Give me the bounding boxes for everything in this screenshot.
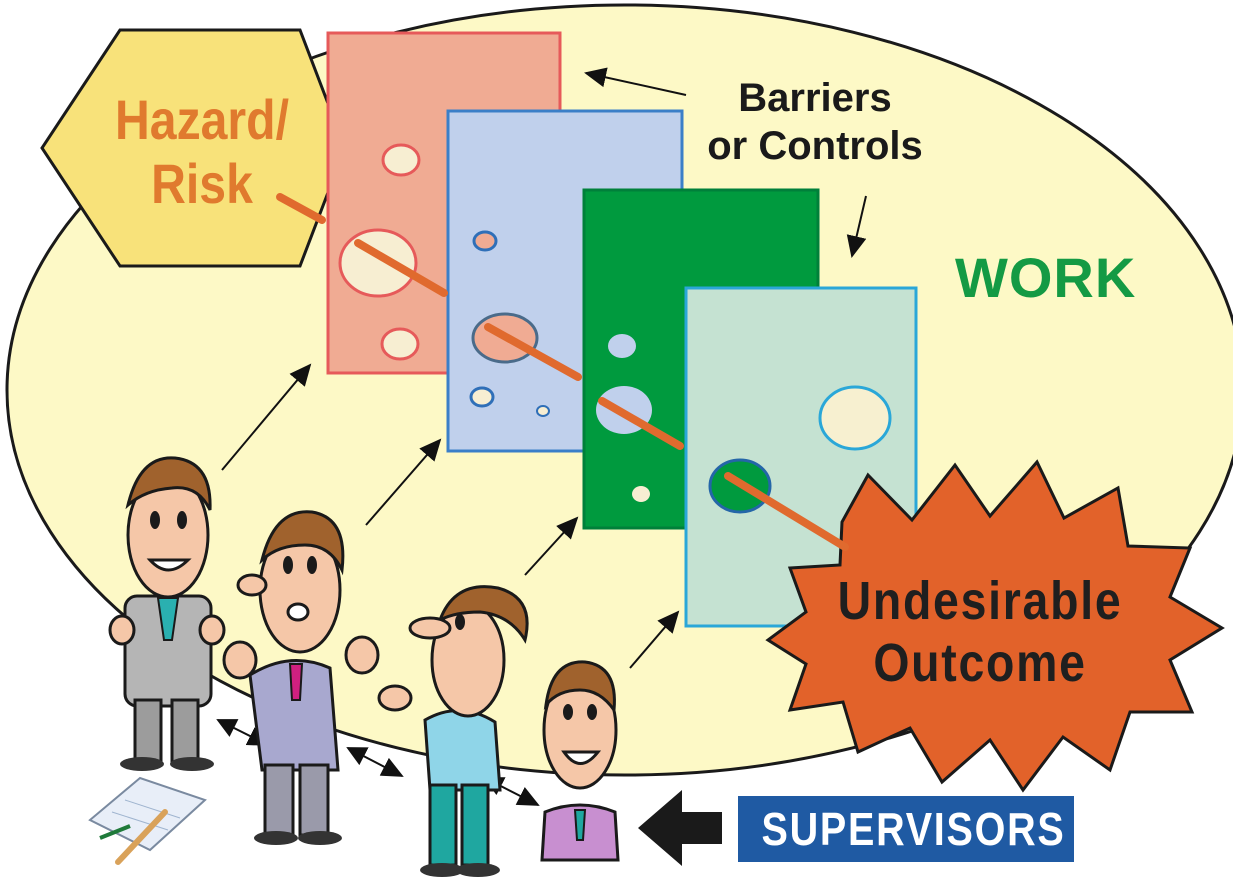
outcome-starburst bbox=[765, 459, 1225, 793]
influence-arrow bbox=[221, 363, 312, 471]
barrier-3-hole bbox=[632, 486, 650, 502]
hazard-trajectory bbox=[276, 193, 849, 551]
barrier-3-hole bbox=[608, 334, 636, 358]
communication-arrow bbox=[346, 747, 404, 777]
barriers-controls-label: Barriers or Controls bbox=[690, 74, 940, 170]
outcome-label-line1: Undesirable bbox=[837, 571, 1123, 631]
barriers-pointer-arrow bbox=[846, 195, 867, 258]
barrier-1-hole bbox=[380, 327, 420, 361]
worker-figure-1 bbox=[108, 456, 226, 771]
barrier-4-hole bbox=[818, 385, 892, 451]
worker-figure-2 bbox=[222, 510, 380, 845]
influence-arrow bbox=[629, 610, 680, 669]
barrier-2-hole bbox=[472, 230, 498, 252]
barriers-label-line1: Barriers bbox=[738, 76, 892, 120]
barrier-2-hole bbox=[469, 386, 495, 408]
work-label: WORK bbox=[955, 246, 1137, 309]
supervisors-label: SUPERVISORS bbox=[761, 803, 1066, 855]
barriers-pointer-arrow bbox=[584, 67, 687, 96]
hazard-risk-label: Hazard/ Risk bbox=[90, 88, 314, 216]
barrier-2-hole bbox=[536, 405, 550, 417]
undesirable-outcome-label: Undesirable Outcome bbox=[825, 570, 1135, 694]
hazard-label-line1: Hazard/ bbox=[115, 88, 289, 151]
worker-figure-4 bbox=[540, 660, 620, 862]
hazard-hexagon bbox=[40, 28, 347, 268]
supervisors-banner: SUPERVISORS bbox=[738, 796, 1074, 862]
notepad-pencil-icon bbox=[88, 776, 207, 865]
worker-figure-3 bbox=[377, 585, 529, 877]
barrier-1-hole bbox=[338, 228, 418, 298]
influence-arrow bbox=[524, 516, 579, 576]
outcome-label-line2: Outcome bbox=[873, 633, 1087, 693]
supervisor-pointer-arrow bbox=[638, 790, 722, 866]
barriers-label-line2: or Controls bbox=[707, 124, 923, 168]
influence-arrow bbox=[365, 438, 442, 526]
hazard-label-line2: Risk bbox=[151, 152, 253, 215]
barrier-1-hole bbox=[381, 143, 421, 177]
